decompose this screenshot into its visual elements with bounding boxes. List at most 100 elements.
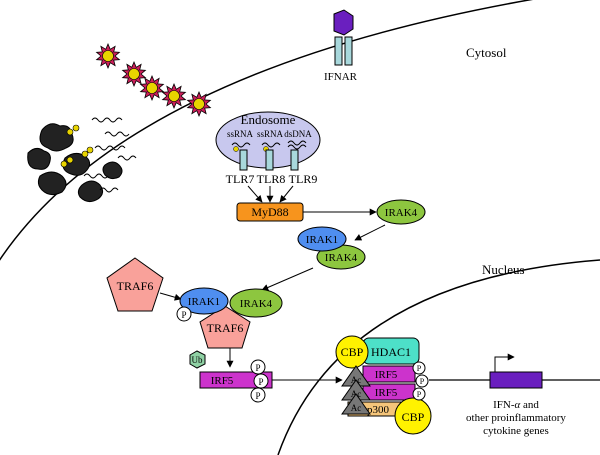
- debris-blob: [37, 171, 67, 196]
- ligand-dot: [86, 146, 94, 154]
- signalosome-complex: TRAF6 IRAK4 IRAK1 P: [176, 287, 283, 349]
- tlr7-receptor: [239, 149, 248, 171]
- irak1-phospho-label: P: [181, 310, 186, 320]
- tlr9-arrow: [279, 185, 294, 203]
- traf6-bound-label: TRAF6: [207, 321, 244, 335]
- cbp-bottom-label: CBP: [402, 410, 425, 424]
- ifnar-chain-left: [334, 36, 343, 66]
- acetyl-label-3: Ac: [351, 403, 362, 413]
- irak4-node-top: IRAK4: [376, 199, 426, 225]
- nucleic-acid-strand: [83, 173, 109, 179]
- nucleic-acid-strand: [117, 155, 137, 161]
- irak4-to-complex-arrow: [354, 224, 386, 241]
- traf6-free-label: TRAF6: [117, 279, 154, 293]
- nuclear-phospho-2-label: P: [420, 377, 425, 386]
- nucleus-label: Nucleus: [482, 262, 525, 277]
- endosome: Endosome ssRNA ssRNA dsDNA: [215, 111, 321, 171]
- nuclear-envelope: [277, 259, 600, 455]
- tlr9-receptor: [290, 149, 299, 171]
- irf5-cytosolic: IRF5 Ub P P P: [189, 350, 273, 403]
- nucleic-acid-strand: [94, 145, 126, 151]
- tlr8-receptor: [265, 149, 274, 171]
- irak1-irak4-complex: IRAK4 IRAK1: [297, 226, 366, 270]
- gene-label-line3: cytokine genes: [483, 425, 549, 437]
- irak1-phospho-badge: [176, 306, 192, 322]
- debris-blob: [39, 123, 74, 152]
- tlr7-label: TLR7: [226, 172, 255, 186]
- nuclear-phospho-1: [412, 361, 426, 375]
- gene-label-line1: IFN-α and: [493, 399, 539, 411]
- nuclear-phospho-3: [412, 387, 426, 401]
- ligand-dot: [72, 124, 80, 132]
- ssrna-strand: [261, 142, 281, 148]
- nuclear-phospho-3-label: P: [417, 390, 422, 399]
- traf6-to-signalosome-arrow: [159, 292, 182, 301]
- debris-blob: [27, 147, 51, 170]
- irf5-phospho-2-label: P: [258, 377, 263, 387]
- debris-blob: [77, 180, 104, 203]
- ligand-dot: [66, 128, 74, 136]
- irak1-bound-ellipse: [179, 287, 229, 315]
- irak4-bound-label: IRAK4: [240, 298, 273, 310]
- irf5-phospho-2: [253, 373, 269, 389]
- gene-box: [489, 371, 543, 389]
- hdac1-label: HDAC1: [371, 345, 411, 359]
- cbp-bottom-circle: [394, 397, 432, 435]
- irf5-phospho-1-label: P: [255, 363, 260, 373]
- myd88-node: MyD88: [236, 202, 304, 222]
- ubiquitin-label: Ub: [192, 355, 203, 365]
- ifnar-label: IFNAR: [324, 71, 358, 83]
- transcription-complex: HDAC1 IRF5 IRF5 p300 CBP CBP Ac Ac Ac P …: [335, 335, 432, 435]
- cbp-top-circle: [335, 335, 369, 369]
- virus-core: [128, 68, 140, 80]
- ligand-dot: [81, 150, 89, 158]
- irf5-nuclear-top-label: IRF5: [375, 369, 398, 381]
- irf5-phospho-3: [250, 387, 266, 403]
- virus-core: [102, 50, 114, 62]
- irf5-phospho-1: [250, 359, 266, 375]
- traf6-bound-pentagon: [199, 305, 251, 349]
- nucleic-acid-strand: [99, 187, 119, 193]
- irf5-phospho-3-label: P: [255, 391, 260, 401]
- ifnar-receptor: IFNAR: [324, 9, 358, 83]
- p300-label: p300: [367, 404, 390, 416]
- irak4-mid-label: IRAK4: [325, 252, 358, 264]
- irak1-mid-label: IRAK1: [306, 234, 338, 246]
- ligand-dot: [233, 146, 239, 152]
- dsdna-strand: [287, 140, 307, 150]
- nuclear-phospho-2: [415, 374, 429, 388]
- cytosol-label: Cytosol: [466, 45, 507, 60]
- irak1-mid-ellipse: [297, 226, 347, 252]
- cbp-top-label: CBP: [341, 345, 364, 359]
- irf5-cytosolic-label: IRF5: [211, 375, 234, 387]
- ubiquitin-hexagon: [189, 350, 206, 369]
- virus-core: [193, 98, 205, 110]
- nucleic-acid-strand: [104, 131, 130, 137]
- irak4-bound-ellipse: [229, 288, 283, 318]
- endosome-ligand-3: dsDNA: [284, 129, 312, 139]
- traf6-free-pentagon: [106, 257, 164, 312]
- ssrna-strand: [231, 142, 251, 148]
- ifnar-chain-right: [344, 36, 353, 66]
- irf5-nuclear-bottom-label: IRF5: [375, 387, 398, 399]
- virus-core: [146, 82, 158, 94]
- irf5-nuclear-top: [362, 365, 416, 383]
- tlr8-label: TLR8: [257, 172, 286, 186]
- endosome-title: Endosome: [241, 112, 296, 127]
- virus-core: [168, 90, 180, 102]
- gene-label-line2: other proinflammatory: [466, 412, 566, 424]
- complex-to-signalosome-arrow: [261, 267, 314, 291]
- endosome-ligand-1: ssRNA: [227, 129, 254, 139]
- ligand-dot: [60, 160, 68, 168]
- nuclear-phospho-1-label: P: [417, 364, 422, 373]
- ifn-ligand-icon: [333, 9, 354, 36]
- viruses: [95, 42, 212, 118]
- yellow-ligand-clusters: [60, 124, 94, 168]
- irak1-bound-label: IRAK1: [188, 296, 220, 308]
- traf6-node-free: TRAF6: [106, 257, 164, 312]
- tlr7-arrow: [247, 185, 263, 203]
- acetyl-triangle-3: [341, 393, 371, 415]
- tlr9-label: TLR9: [289, 172, 318, 186]
